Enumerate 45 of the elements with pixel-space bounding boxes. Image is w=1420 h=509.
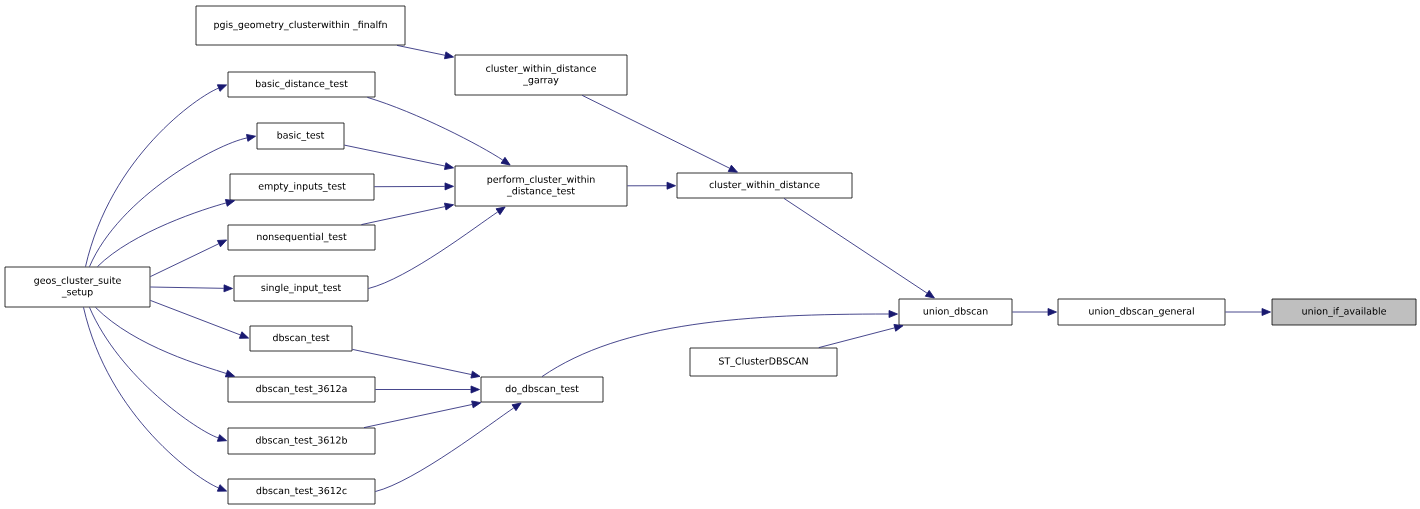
function-box: perform_cluster_within _distance_test [454,165,628,207]
arrow [783,198,935,299]
arrow [363,400,482,428]
function-box: dbscan_test_3612c [227,478,376,505]
function-box: dbscan_test [249,325,353,352]
arrow [396,45,454,60]
arrow [368,206,506,289]
arrow [375,385,480,394]
arrow [352,349,481,379]
function-box: empty_inputs_test [229,173,375,201]
function-box: cluster_within_distance _garray [454,54,628,96]
function-box: basic_test [256,122,345,150]
function-box: cluster_within_distance [676,172,853,199]
function-box: nonsequential_test [227,224,376,251]
arrow [344,144,454,170]
function-box: single_input_test [233,275,369,302]
arrow [1225,308,1271,316]
arrow [95,307,235,378]
arrow [541,310,898,377]
arrow [627,181,676,190]
arrow [89,307,227,442]
arrow [150,239,228,277]
function-box: union_dbscan_general [1057,298,1226,326]
arrow [89,134,256,267]
arrow [150,284,233,293]
arrow [374,182,454,191]
arrow [361,202,454,225]
arrow [367,97,511,166]
arrow [375,402,522,492]
function-box: pgis_geometry_clusterwithin _finalfn [195,5,406,46]
function-box: union_if_available [1271,298,1417,326]
arrow [97,199,235,267]
arrow [150,300,249,339]
arrow [83,307,227,492]
function-box: basic_distance_test [227,71,376,98]
function-box: geos_cluster_suite _setup [4,266,151,308]
arrow [85,84,227,267]
function-box: ST_ClusterDBSCAN [689,347,838,377]
arrow [581,95,738,173]
function-box: dbscan_test_3612a [227,376,376,403]
function-box: do_dbscan_test [480,376,604,403]
arrow [818,324,904,348]
arrow [1012,308,1057,316]
function-box: union_dbscan [898,298,1013,326]
function-box: dbscan_test_3612b [227,427,376,455]
